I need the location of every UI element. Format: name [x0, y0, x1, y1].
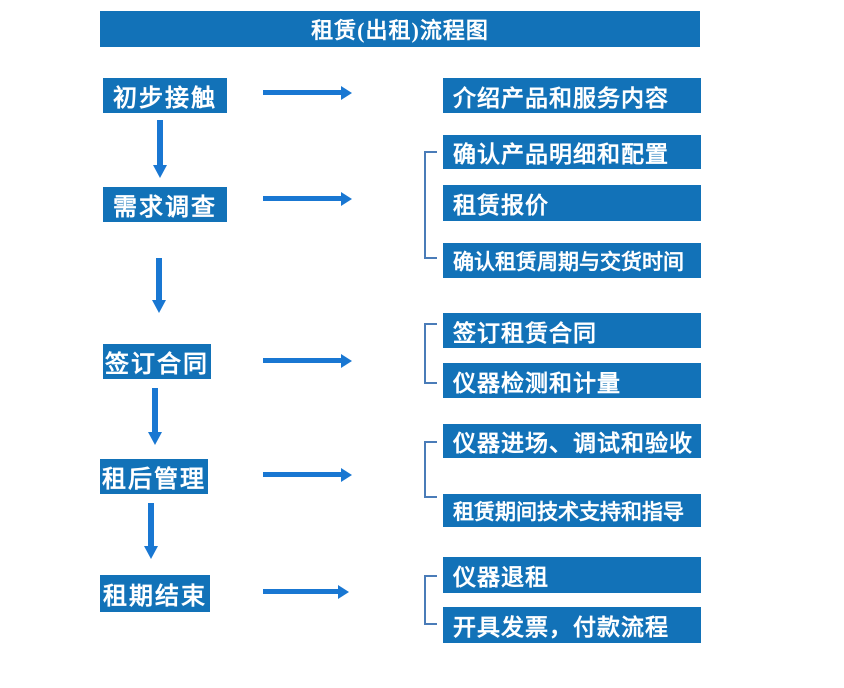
stage-box-demand-survey: 需求调查 — [103, 187, 227, 222]
down-arrow-initial-to-survey — [157, 120, 163, 165]
detail-box-confirm-product-details: 确认产品明细和配置 — [443, 135, 701, 169]
detail-box-instrument-entry-debug: 仪器进场、调试和验收 — [443, 424, 701, 458]
detail-box-sign-rental-contract: 签订租赁合同 — [443, 313, 701, 348]
page-title: 租赁(出租)流程图 — [100, 11, 700, 47]
bracket-post-rental-details — [424, 441, 437, 498]
right-arrow-rental-period-end — [263, 589, 338, 594]
down-arrow-survey-to-contract — [156, 258, 162, 300]
bracket-rental-end-details — [424, 575, 437, 625]
stage-box-initial-contact: 初步接触 — [103, 78, 227, 113]
detail-box-instrument-return: 仪器退租 — [443, 557, 701, 593]
bracket-sign-contract-details — [424, 323, 437, 384]
detail-box-invoice-payment: 开具发票，付款流程 — [443, 607, 701, 643]
right-arrow-post-rental-management — [263, 472, 341, 477]
down-arrow-management-to-end — [148, 503, 154, 546]
stage-box-post-rental-management: 租后管理 — [100, 459, 208, 494]
detail-box-instrument-inspection: 仪器检测和计量 — [443, 363, 701, 398]
stage-box-sign-contract: 签订合同 — [103, 344, 211, 379]
detail-box-technical-support: 租赁期间技术支持和指导 — [443, 494, 701, 527]
detail-box-rental-quote: 租赁报价 — [443, 185, 701, 221]
bracket-demand-survey-details — [424, 151, 437, 259]
right-arrow-sign-contract — [263, 358, 341, 363]
right-arrow-initial-contact — [263, 90, 341, 95]
detail-box-introduce-products: 介绍产品和服务内容 — [443, 78, 701, 113]
detail-box-confirm-period-delivery: 确认租赁周期与交货时间 — [443, 243, 701, 278]
stage-box-rental-period-end: 租期结束 — [100, 575, 210, 612]
right-arrow-demand-survey — [263, 196, 341, 201]
down-arrow-contract-to-management — [152, 388, 158, 432]
